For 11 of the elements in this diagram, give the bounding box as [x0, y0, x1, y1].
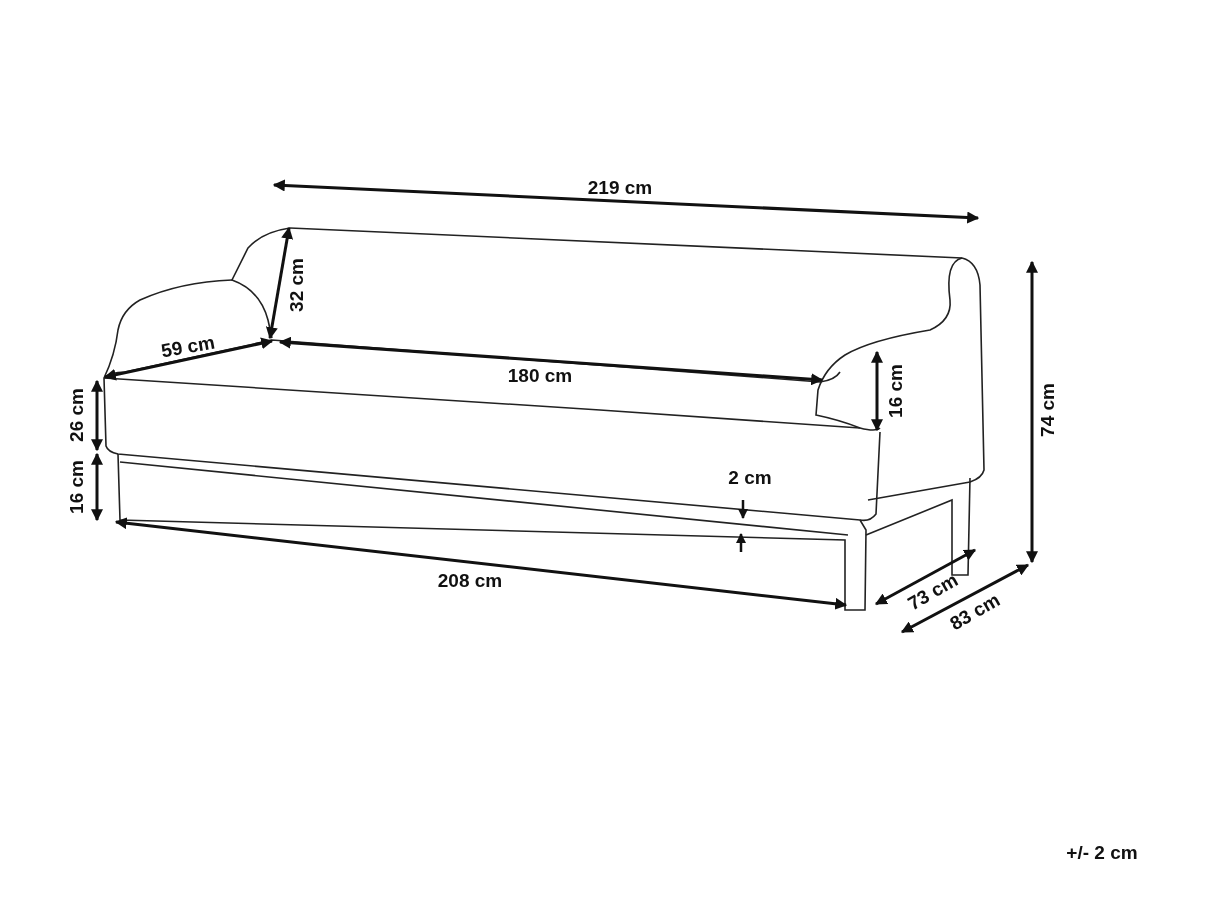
- dimension-label: 74 cm: [1037, 383, 1059, 437]
- dimension-label: 180 cm: [507, 365, 573, 387]
- dimension-label: 32 cm: [286, 258, 308, 312]
- dimension-label: 59 cm: [159, 331, 217, 363]
- dimension-label: 16 cm: [66, 460, 88, 514]
- dimension-label: 26 cm: [66, 388, 88, 442]
- dimension-label: 16 cm: [885, 364, 907, 418]
- dimension-label: +/- 2 cm: [1066, 842, 1138, 864]
- dimension-label: 208 cm: [437, 570, 503, 592]
- dimension-label: 2 cm: [728, 467, 772, 489]
- dimension-label: 219 cm: [587, 177, 653, 199]
